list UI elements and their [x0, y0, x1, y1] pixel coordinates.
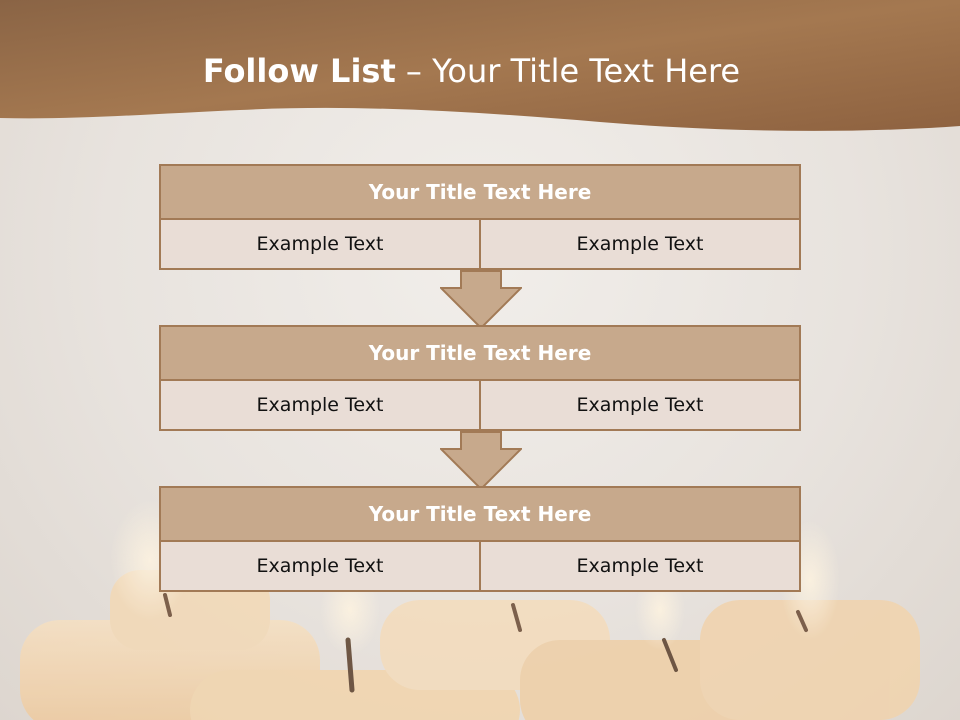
- header-band: [0, 0, 960, 131]
- block-title: Your Title Text Here: [159, 486, 801, 542]
- block-cell-left: Example Text: [159, 381, 481, 431]
- flow-block-1: Your Title Text Here Example Text Exampl…: [159, 164, 801, 270]
- flow-block-3: Your Title Text Here Example Text Exampl…: [159, 486, 801, 592]
- title-rest: – Your Title Text Here: [395, 52, 741, 90]
- block-cell-right: Example Text: [481, 542, 801, 592]
- flow-block-2: Your Title Text Here Example Text Exampl…: [159, 325, 801, 431]
- title-bold-part: Follow List: [202, 52, 396, 90]
- block-title: Your Title Text Here: [159, 164, 801, 220]
- down-arrow-icon: [440, 431, 522, 491]
- page-title: Follow List – Your Title Text Here: [0, 52, 943, 90]
- block-cell-right: Example Text: [481, 381, 801, 431]
- block-row: Example Text Example Text: [159, 381, 801, 431]
- block-cell-left: Example Text: [159, 220, 481, 270]
- down-arrow-icon: [440, 270, 522, 330]
- block-title: Your Title Text Here: [159, 325, 801, 381]
- block-cell-right: Example Text: [481, 220, 801, 270]
- block-row: Example Text Example Text: [159, 542, 801, 592]
- block-row: Example Text Example Text: [159, 220, 801, 270]
- block-cell-left: Example Text: [159, 542, 481, 592]
